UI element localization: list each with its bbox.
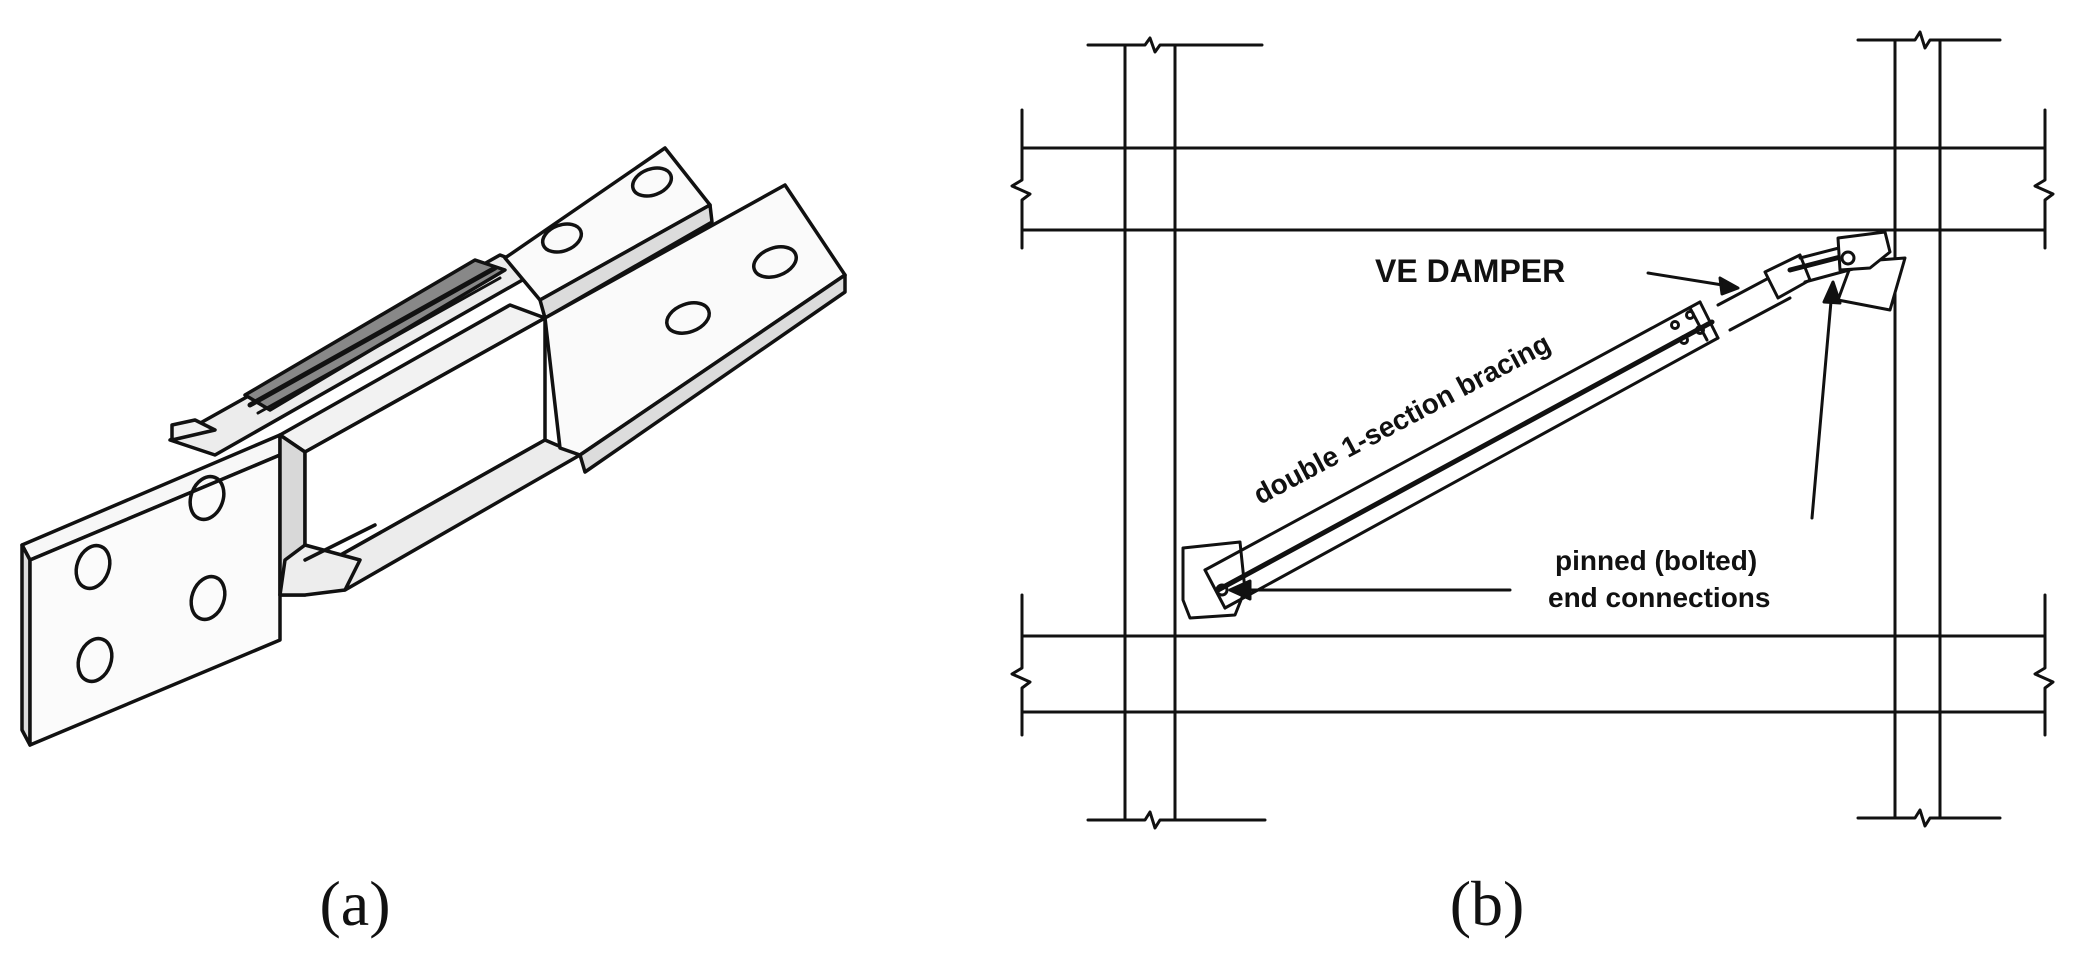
bolt-hole [752,245,798,279]
lower-gusset-plate [1181,540,1247,620]
bottom-beam [1010,593,2055,737]
ve-damper-label: VE DAMPER [1375,253,1565,289]
lower-pin-icon [1215,583,1229,597]
bracing-label: double 1-section bracing [1248,327,1555,510]
bolt-hole [540,222,584,254]
left-column [1086,36,1267,830]
bolt-hole [665,301,711,335]
arrow-icon [1228,579,1252,601]
bolt-hole [76,636,114,684]
bolt-icon [1695,325,1705,335]
bolt-icon [1670,320,1680,330]
channel-section [278,303,582,597]
back-lower-plate [543,183,847,474]
bolt-hole [189,574,227,622]
top-beam [1010,108,2055,250]
pinned-upper-leader [1810,288,1834,520]
pinned-label-line1: pinned (bolted) [1555,545,1757,576]
panel-label-b: (b) [1450,868,1525,939]
ve-damper [1716,230,1892,332]
annotation-leaders [1228,271,1842,601]
front-end-plate [20,433,282,747]
pinned-label-line2: end connections [1548,582,1770,613]
bolt-icon [1685,310,1695,320]
bolt-icon [1679,335,1689,345]
double-section-bracing [1203,300,1720,610]
upper-gusset-plate [1836,256,1907,312]
back-upper-plate [503,146,714,320]
bolt-hole [630,166,674,198]
panel-label-a: (a) [319,868,390,939]
arrow-icon [1718,276,1740,296]
damper-isometric-drawing [20,146,847,747]
bolt-hole [74,543,112,591]
braced-frame-drawing [1010,30,2055,830]
right-column [1856,30,2002,828]
arrow-icon [1822,280,1842,305]
upper-pin-icon [1840,250,1856,266]
bolt-hole [188,474,226,522]
